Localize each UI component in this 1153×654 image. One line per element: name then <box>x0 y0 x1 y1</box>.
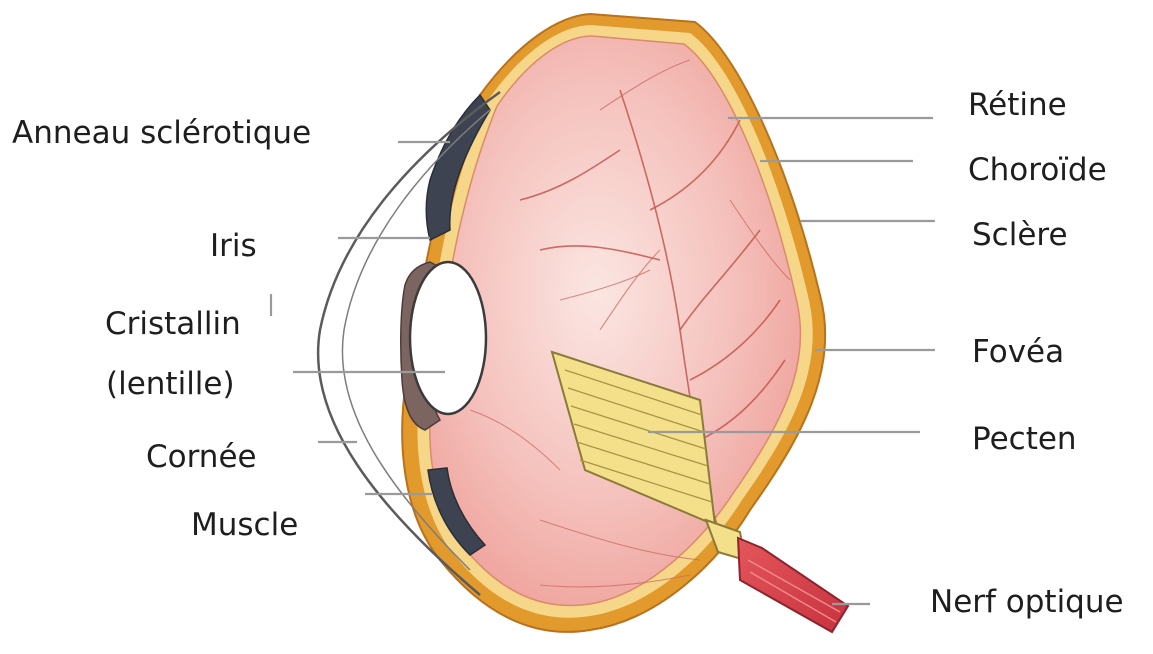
label-pecten: Pecten <box>972 421 1077 457</box>
label-optic-nerve: Nerf optique <box>930 584 1124 620</box>
optic-nerve <box>738 538 848 632</box>
label-lens-line2: (lentille) <box>106 366 235 402</box>
label-lens-line1: Cristallin <box>105 306 241 342</box>
lens-structure <box>410 262 486 414</box>
label-muscle: Muscle <box>191 507 298 543</box>
label-scleral-ring: Anneau sclérotique <box>12 115 311 151</box>
label-choroid: Choroïde <box>968 152 1107 188</box>
label-fovea: Fovéa <box>972 334 1064 370</box>
label-iris: Iris <box>210 228 257 264</box>
label-cornea: Cornée <box>146 439 257 475</box>
eye-body <box>318 14 825 632</box>
label-retina: Rétine <box>968 87 1067 123</box>
label-sclera: Sclère <box>972 217 1068 253</box>
